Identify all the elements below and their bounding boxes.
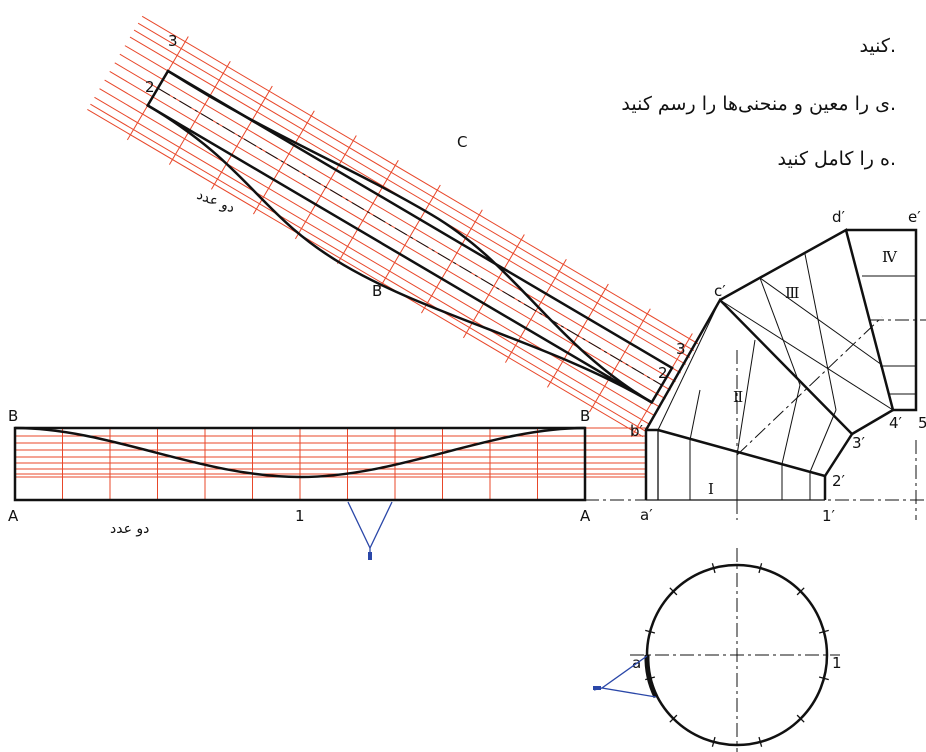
plan-circle-ticks <box>645 563 829 747</box>
lower-development-grid <box>15 427 646 500</box>
elbow-centerline-2 <box>736 316 883 456</box>
upper-grid-vline <box>420 209 483 314</box>
upper-grid-vline <box>252 110 315 215</box>
lower-development-outline <box>13 426 587 502</box>
elbow-label-e: e′ <box>908 208 921 226</box>
circle-tick <box>818 629 829 634</box>
upper-label-C: C <box>457 133 467 151</box>
elbow-label-3: 3′ <box>852 434 866 452</box>
lower-label-B-left: B <box>8 407 18 425</box>
circle-tick <box>796 714 805 723</box>
circle-tick <box>711 736 716 747</box>
upper-grid-vline <box>210 85 273 190</box>
lower-label-A-right: A <box>580 507 591 525</box>
elbow-label-4: 4′ <box>889 414 903 432</box>
elbow-segment-label-1: Ⅰ <box>708 480 714 498</box>
elbow-label-d: d′ <box>832 208 846 226</box>
lower-label-1: 1 <box>295 507 305 525</box>
plan-leader-arrow <box>593 655 657 698</box>
circle-tick <box>669 714 678 723</box>
plan-circle-view <box>630 548 840 752</box>
circle-tick <box>669 587 678 596</box>
elbow-label-b: b′ <box>630 422 644 440</box>
upper-curve-c <box>167 69 653 404</box>
upper-grid-vline <box>463 234 525 339</box>
instruction-line-1: کنید. <box>859 35 896 57</box>
upper-label-2-left: 2 <box>145 78 155 96</box>
elbow-segment-label-3: Ⅲ <box>785 284 799 302</box>
upper-grid-hline <box>94 96 651 426</box>
upper-curve-b <box>147 104 653 404</box>
elbow-label-a: a′ <box>640 506 653 524</box>
circle-tick <box>796 587 805 596</box>
instruction-line-3: ه را کامل کنید. <box>778 148 896 170</box>
elbow-segment-2 <box>644 297 854 477</box>
upper-grid-vline <box>168 61 231 165</box>
upper-label-2-right: 2 <box>658 364 668 382</box>
upper-label-B: B <box>372 282 382 300</box>
lower-two-pieces-note: دو عدد <box>110 521 149 537</box>
plan-label-1: 1 <box>832 654 842 672</box>
lower-sine-curve <box>14 426 586 479</box>
circle-tick <box>818 676 829 681</box>
circle-tick <box>645 629 656 634</box>
upper-development-shape <box>87 15 699 438</box>
elbow-segment-label-4: Ⅳ <box>882 248 898 266</box>
lower-label-B-right: B <box>580 407 590 425</box>
upper-grid-hline <box>114 62 671 391</box>
plan-arc-thick <box>644 654 659 699</box>
elbow-view <box>585 228 926 520</box>
elbow-label-1: 1′ <box>822 507 836 525</box>
upper-label-3-right: 3 <box>676 340 686 358</box>
circle-tick <box>711 563 716 574</box>
upper-two-pieces-note: دو عدد <box>195 187 238 217</box>
lower-label-A-left: A <box>8 507 19 525</box>
lower-leader-arrow <box>347 501 393 560</box>
elbow-label-5: 5 <box>918 414 926 432</box>
upper-center <box>157 87 663 386</box>
elbow-segment-label-2: Ⅱ <box>733 388 743 406</box>
circle-tick <box>758 736 763 747</box>
upper-grid-hline <box>119 53 676 383</box>
upper-grid-vline <box>378 184 441 289</box>
upper-grid-hline <box>90 103 647 433</box>
elbow-label-2: 2′ <box>832 472 846 490</box>
elbow-segment-1 <box>644 428 658 500</box>
upper-grid-hline <box>99 88 656 417</box>
instruction-line-2: ی را معین و منحنی‌ها را رسم کنید. <box>621 93 896 115</box>
circle-tick <box>758 563 763 574</box>
upper-grid-hline <box>87 108 644 438</box>
elbow-label-c: c′ <box>714 282 726 300</box>
upper-grid-hline <box>141 15 699 345</box>
upper-label-3-left: 3 <box>168 32 178 50</box>
